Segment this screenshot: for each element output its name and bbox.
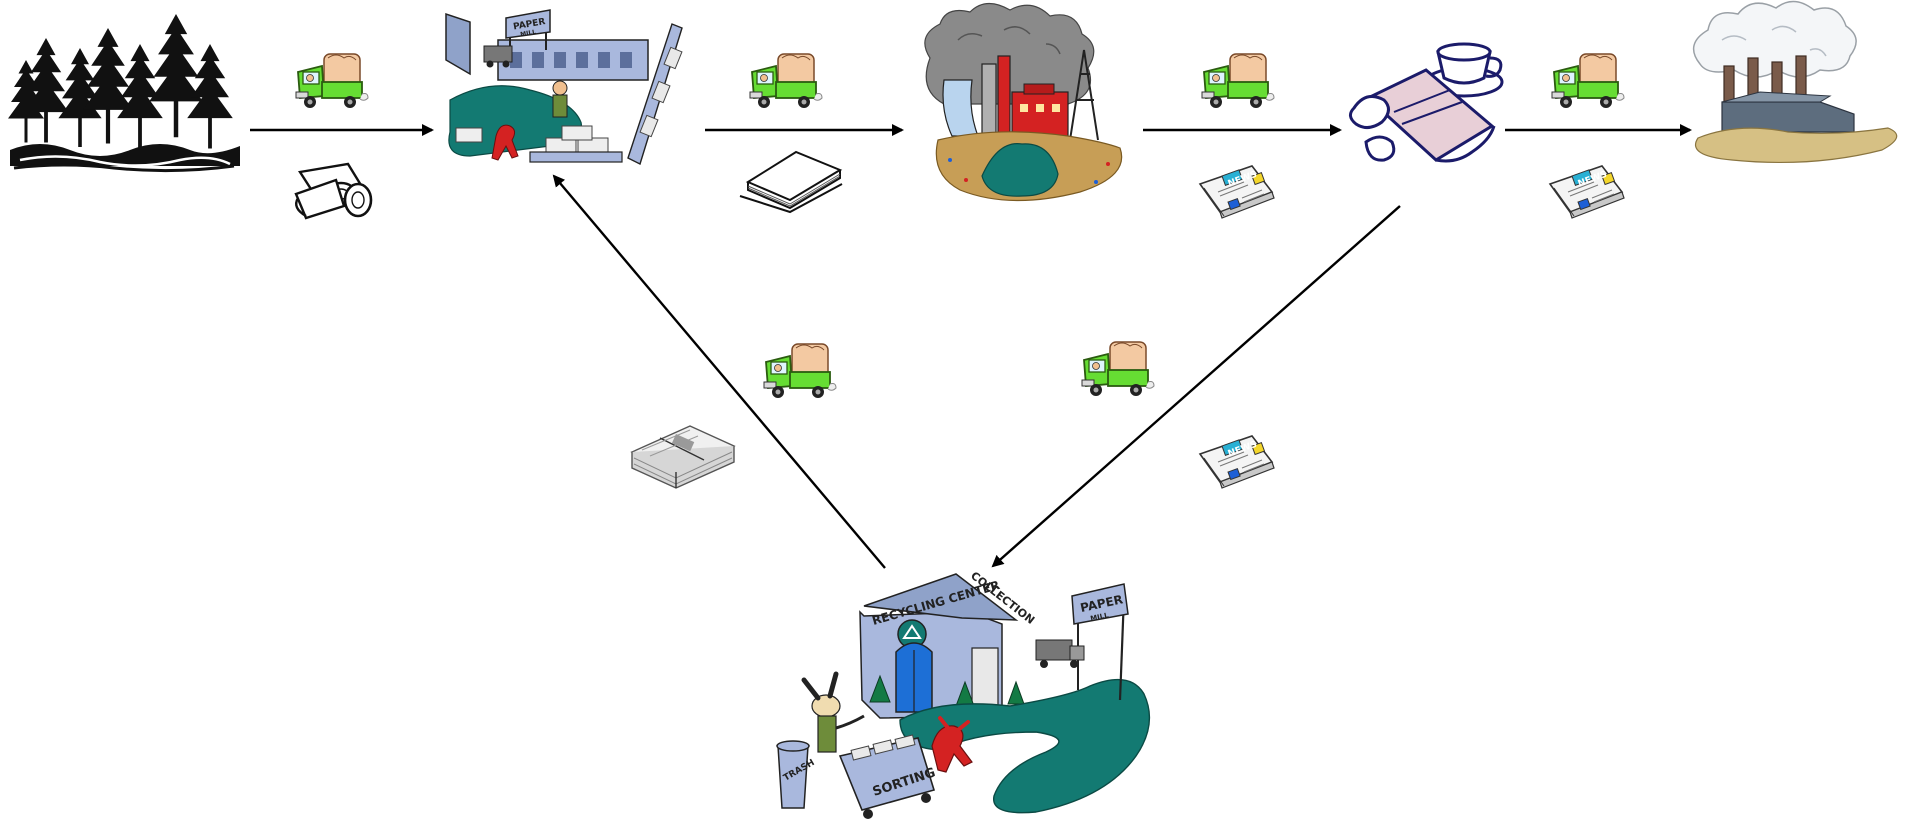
- mill-road-sign-subtext: MILL: [1090, 611, 1110, 623]
- recycling-center-icon: RECYCLING CENTER COLLECTION PAPER MILL T…: [776, 569, 1151, 819]
- flow-arrows: [250, 124, 1692, 569]
- delivery-truck-icon: [763, 343, 837, 399]
- newspaper-icon: NEWS: [1199, 165, 1275, 219]
- delivery-truck-icon: [1551, 53, 1625, 109]
- pine-forest-icon: [8, 14, 240, 173]
- arrow-consumer-to-recycling: [991, 205, 1401, 568]
- mill-sign: PAPER MILL: [505, 9, 551, 50]
- coffee-and-newspaper-icon: [1349, 42, 1504, 163]
- delivery-truck-icon: [749, 53, 823, 109]
- smokestack-plant-icon: [1692, 0, 1898, 164]
- newspaper-icon: NEWS: [1549, 165, 1625, 219]
- delivery-truck-icon: [1081, 341, 1155, 397]
- paper-stack-icon: [739, 150, 843, 214]
- mill-sign-subtext: MILL: [520, 29, 537, 39]
- delivery-truck-icon: [1201, 53, 1275, 109]
- delivery-truck-icon: [295, 53, 369, 109]
- paper-mill-icon: PAPER MILL: [445, 9, 683, 168]
- newspaper-bundle-icon: [630, 425, 736, 489]
- logs-icon: [294, 162, 373, 220]
- newspaper-icon: NEWS: [1199, 435, 1275, 489]
- arrow-recycling-to-mill: [552, 174, 886, 569]
- printing-factory-icon: [924, 2, 1123, 202]
